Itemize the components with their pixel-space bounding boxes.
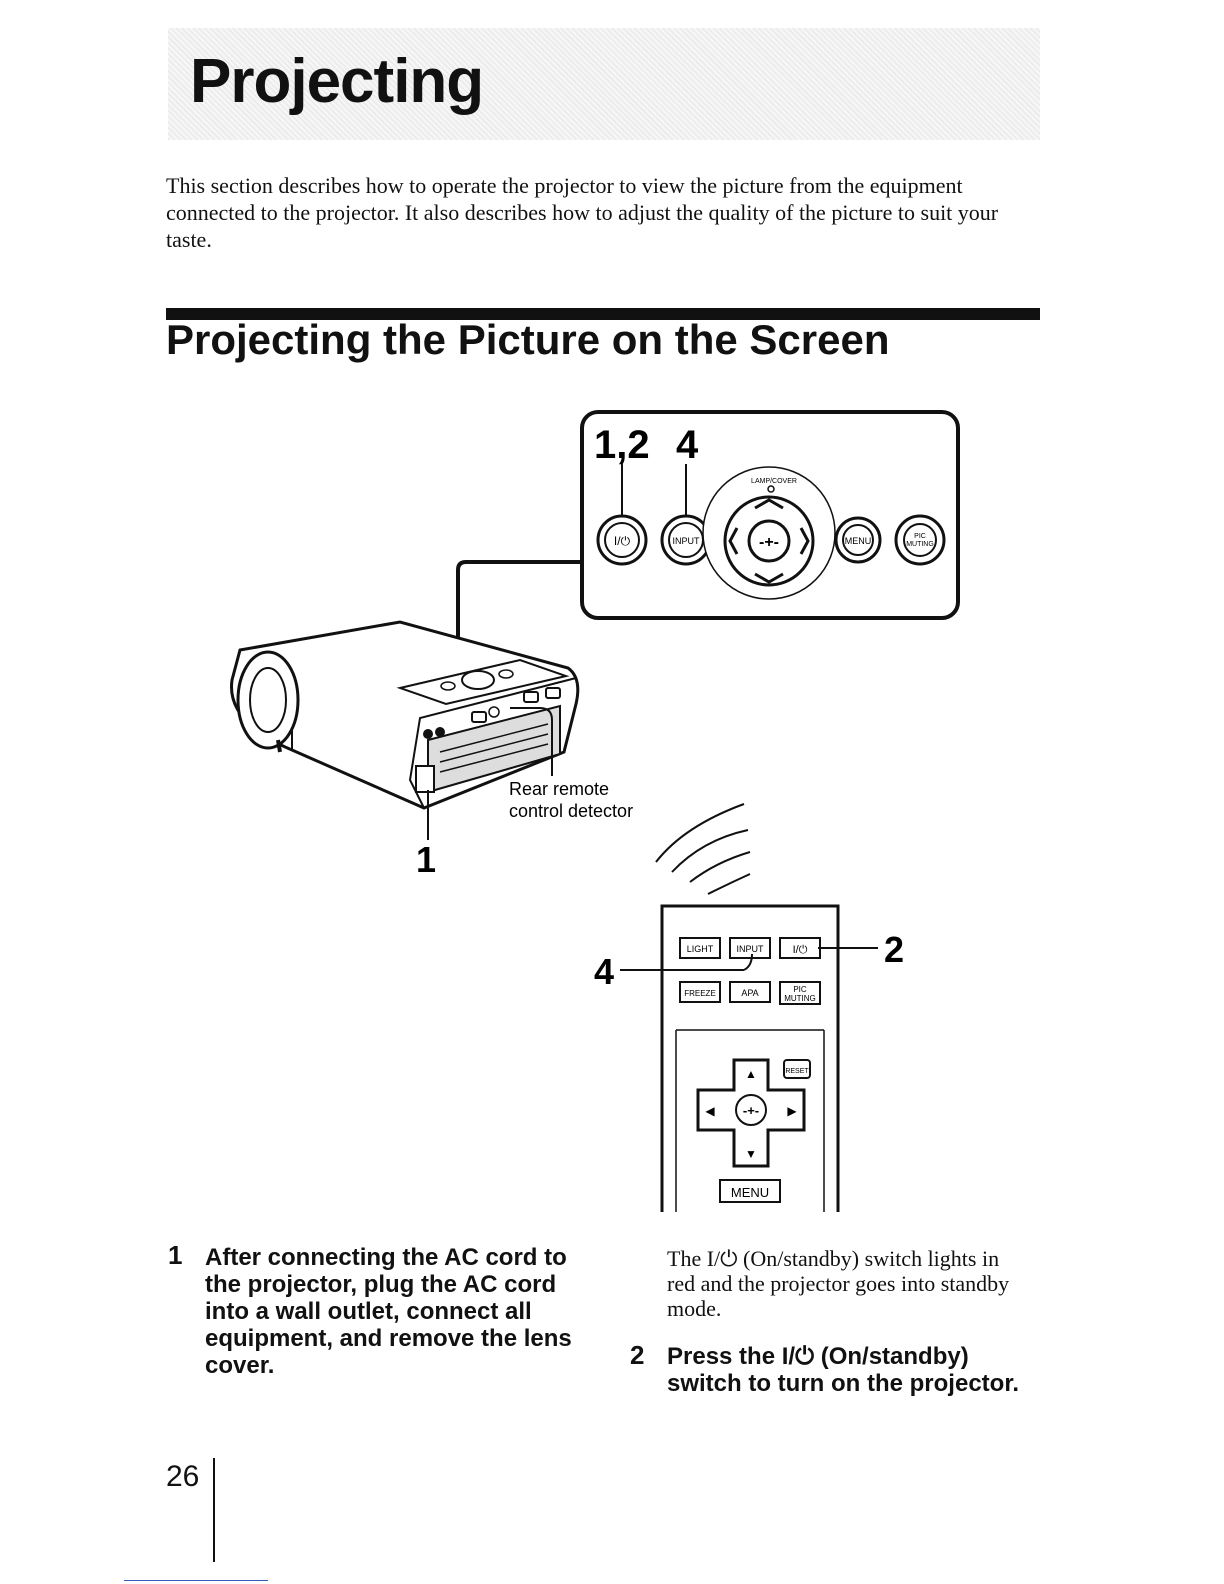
arrow-down-icon <box>754 572 784 584</box>
arrow-up-icon <box>754 498 784 510</box>
svg-text:◀: ◀ <box>705 1104 715 1118</box>
svg-text:I/⏻: I/⏻ <box>614 534 631 548</box>
step-1-number: 1 <box>168 1240 183 1270</box>
panel-callout-input: 4 <box>676 423 699 467</box>
panel-callout-power: 1,2 <box>594 423 650 467</box>
lamp-cover-indicator <box>767 485 775 493</box>
svg-text:MUTING: MUTING <box>906 541 934 548</box>
remote-reset-button: RESET <box>785 1068 809 1075</box>
svg-text:▲: ▲ <box>745 1067 757 1081</box>
remote-apa-button: APA <box>741 988 758 998</box>
section-rule <box>166 308 1040 320</box>
chapter-title: Projecting <box>190 47 484 116</box>
remote-input-button: INPUT <box>737 944 765 954</box>
remote-pic-muting-label-2: MUTING <box>784 994 816 1003</box>
section-title: Projecting the Picture on the Screen <box>166 316 890 363</box>
power-socket-icon <box>415 765 435 793</box>
step-2-number: 2 <box>630 1340 645 1370</box>
panel-pic-muting-button: PIC MUTING <box>894 514 946 566</box>
svg-text:▼: ▼ <box>745 1147 757 1161</box>
svg-text:▶: ▶ <box>787 1104 797 1118</box>
svg-text:PIC: PIC <box>914 533 926 540</box>
panel-leader-line <box>456 560 582 690</box>
svg-text:-+-: -+- <box>759 534 779 551</box>
svg-text:MENU: MENU <box>845 536 872 546</box>
remote-freeze-button: FREEZE <box>684 989 716 998</box>
remote-pic-muting-label-1: PIC <box>793 985 807 994</box>
page-number: 26 <box>166 1460 200 1493</box>
remote-power-button: I/⏻ <box>793 944 808 956</box>
control-panel-callout: 1,2 4 I/⏻ INPUT LAMP/COVER -+- <box>580 410 960 620</box>
arrow-right-icon <box>799 527 810 555</box>
panel-input-button: INPUT <box>660 514 712 566</box>
page-number-divider <box>213 1458 215 1562</box>
svg-text:INPUT: INPUT <box>673 536 701 546</box>
remote-light-button: LIGHT <box>687 944 714 954</box>
step-1-result: The I/⏻ (On/standby) switch lights in re… <box>667 1246 1010 1321</box>
projector-drawing <box>230 620 580 810</box>
step-1-text: After connecting the AC cord to the proj… <box>205 1244 572 1379</box>
step-2-text: Press the I/⏻ (On/standby) switch to tur… <box>667 1343 1020 1397</box>
footer-link-line <box>124 1580 268 1581</box>
rear-detector-label-line2: control detector <box>509 801 633 821</box>
intro-paragraph: This section describes how to operate th… <box>166 173 999 252</box>
remote-callout-input: 4 <box>594 951 614 992</box>
remote-control-drawing: LIGHT INPUT I/⏻ FREEZE APA PIC MUTING -+… <box>660 904 840 1212</box>
panel-power-button: I/⏻ <box>596 514 648 566</box>
rear-detector-label-line1: Rear remote <box>509 779 609 799</box>
lamp-cover-label: LAMP/COVER <box>751 478 797 485</box>
remote-menu-button: MENU <box>731 1185 769 1200</box>
panel-direction-pad: LAMP/COVER -+- <box>702 466 836 600</box>
panel-menu-button: MENU <box>834 516 882 564</box>
arrow-left-icon <box>728 527 739 555</box>
remote-callout-power: 2 <box>884 929 904 970</box>
remote-signal-icon <box>655 803 751 895</box>
chapter-banner <box>168 28 1040 140</box>
projector-callout-1: 1 <box>416 839 436 880</box>
svg-text:-+-: -+- <box>743 1103 759 1118</box>
